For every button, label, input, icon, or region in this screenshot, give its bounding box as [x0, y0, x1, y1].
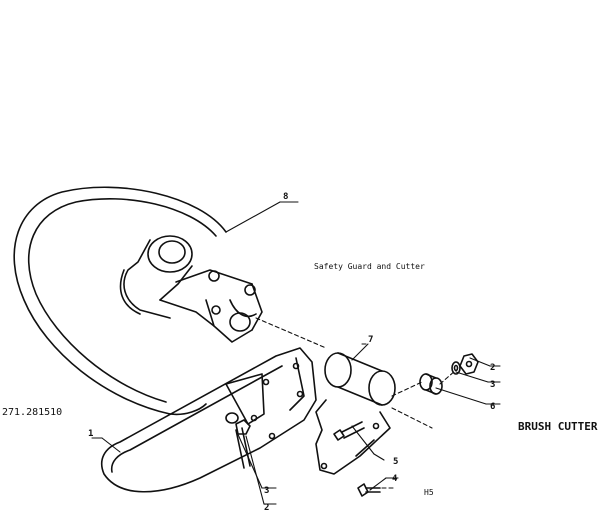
callout-3-bottom: 3	[264, 486, 269, 496]
safety-guard	[100, 347, 317, 493]
callout-6-right: 6	[490, 402, 495, 412]
callout-5: 5	[393, 457, 398, 467]
nut-2-right	[459, 353, 479, 375]
spacer-6	[419, 373, 443, 395]
callout-8: 8	[283, 192, 288, 202]
callout-4: 4	[392, 474, 398, 484]
assembly-axis-lines	[255, 317, 457, 489]
callout-7: 7	[368, 335, 373, 345]
callout-2-bottom: 2	[264, 503, 269, 513]
screw-4	[357, 483, 381, 497]
callout-1: 1	[88, 429, 93, 439]
bolt-5	[333, 421, 365, 441]
figure-subtitle: Safety Guard and Cutter	[314, 262, 425, 271]
callout-2-right: 2	[490, 363, 495, 373]
nut-2-bottom	[235, 419, 251, 435]
mounting-clamp	[315, 352, 396, 475]
callout-3-right: 3	[490, 380, 495, 390]
washer-3-bottom	[225, 412, 239, 424]
leader-lines	[91, 201, 501, 505]
figure-title: BRUSH CUTTER	[518, 420, 598, 433]
gear-head	[119, 235, 263, 343]
cutter-blade	[13, 186, 227, 416]
model-number: 271.281510	[2, 407, 62, 418]
page-code: H5	[424, 488, 434, 497]
